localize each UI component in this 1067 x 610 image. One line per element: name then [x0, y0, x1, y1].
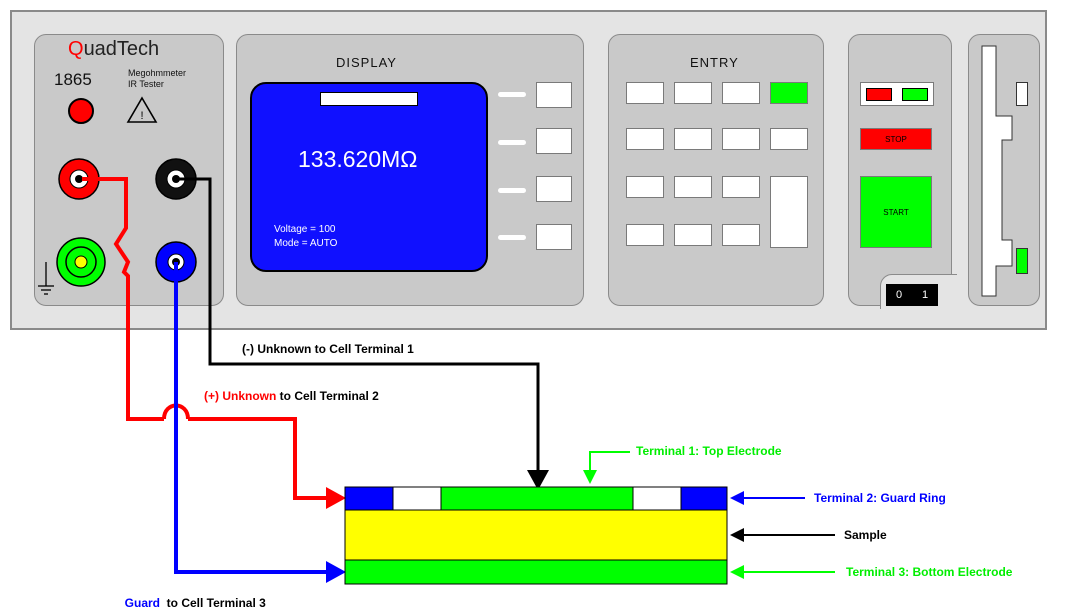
minus-wire-arrowhead	[527, 470, 549, 490]
power-switch-on: 1	[921, 289, 929, 301]
softkey-indicator	[498, 188, 526, 193]
brand-initial: Q	[68, 38, 84, 60]
control-panel	[848, 34, 952, 306]
plus-connection-suffix: to Cell Terminal 2	[276, 389, 379, 403]
minus-unknown-terminal[interactable]	[155, 158, 197, 200]
gap-right	[632, 486, 682, 511]
warning-icon: !	[126, 96, 158, 123]
instrument-description-1: Megohmmeter	[128, 68, 187, 78]
drive-activity-light	[1016, 248, 1028, 274]
terminal3-label: Terminal 3: Bottom Electrode	[846, 565, 1013, 579]
gap-left	[392, 486, 442, 511]
terminal2-callout-arrowhead	[730, 491, 744, 505]
plus-unknown-terminal[interactable]	[58, 158, 100, 200]
guard-connection-suffix: to Cell Terminal 3	[160, 596, 266, 610]
drive-slot-small	[1016, 82, 1028, 106]
terminal1-callout-arrowhead	[583, 470, 597, 484]
start-button[interactable]: START	[860, 176, 932, 248]
power-indicator-light	[68, 98, 94, 124]
terminal3-callout-arrowhead	[730, 565, 744, 579]
keypad-key[interactable]	[722, 82, 760, 104]
keypad-key[interactable]	[674, 224, 712, 246]
terminal1-callout	[589, 451, 630, 474]
softkey-2-button[interactable]	[536, 128, 572, 154]
model-number: 1865	[54, 70, 92, 89]
power-switch[interactable]: 0 1	[886, 284, 938, 306]
keypad-key[interactable]	[626, 82, 664, 104]
keypad-key[interactable]	[674, 176, 712, 198]
ground-terminal[interactable]	[56, 237, 106, 287]
top-electrode	[440, 486, 634, 511]
bottom-electrode	[344, 559, 728, 585]
guard-wire-arrowhead	[326, 561, 346, 583]
sample-layer	[344, 509, 728, 561]
guard-ring-right	[680, 486, 728, 511]
voltage-readout: Voltage = 100	[274, 224, 336, 235]
pass-indicator-light	[902, 88, 928, 101]
fail-indicator-light	[866, 88, 892, 101]
keypad-key[interactable]	[770, 128, 808, 150]
entry-title: ENTRY	[690, 55, 739, 70]
power-switch-off: 0	[895, 289, 903, 301]
measurement-reading: 133.620MΩ	[298, 146, 418, 172]
display-title: DISPLAY	[336, 55, 397, 70]
ground-icon	[38, 262, 54, 295]
instrument-description-2: IR Tester	[128, 79, 164, 89]
minus-unknown-wire	[178, 177, 540, 476]
keypad-key[interactable]	[626, 224, 664, 246]
plus-connection-label: (+) Unknown to Cell Terminal 2	[204, 389, 379, 403]
start-button-label: START	[883, 207, 909, 217]
minus-connection-label: (-) Unknown to Cell Terminal 1	[242, 342, 414, 356]
keypad-key[interactable]	[626, 128, 664, 150]
keypad-key[interactable]	[674, 82, 712, 104]
keypad-tall-key[interactable]	[770, 176, 808, 248]
keypad-key[interactable]	[674, 128, 712, 150]
softkey-3-button[interactable]	[536, 176, 572, 202]
keypad-key[interactable]	[722, 176, 760, 198]
mode-readout: Mode = AUTO	[274, 238, 338, 249]
plus-unknown-wire	[82, 177, 332, 500]
keypad-enter-key[interactable]	[770, 82, 808, 104]
plus-wire-arrowhead	[326, 487, 346, 509]
warning-symbol: !	[140, 110, 143, 122]
plus-connection-prefix: (+) Unknown	[204, 389, 277, 403]
sample-callout-arrowhead	[730, 528, 744, 542]
brand-name: uadTech	[83, 38, 160, 60]
screen-status-bar	[320, 92, 418, 106]
guard-connection-prefix: Guard	[124, 596, 161, 610]
stop-button-label: STOP	[885, 134, 907, 144]
softkey-indicator	[498, 140, 526, 145]
guard-ring-left	[344, 486, 394, 511]
disk-slot	[981, 45, 1013, 297]
terminal2-label: Terminal 2: Guard Ring	[814, 491, 946, 505]
softkey-1-button[interactable]	[536, 82, 572, 108]
guard-wire	[174, 262, 332, 574]
brand-logo: QuadTech	[68, 38, 159, 61]
guard-connection-label: Guard to Cell Terminal 3	[118, 582, 266, 610]
softkey-indicator	[498, 92, 526, 97]
entry-panel	[608, 34, 824, 306]
softkey-indicator	[498, 235, 526, 240]
keypad-key[interactable]	[626, 176, 664, 198]
keypad-key[interactable]	[722, 128, 760, 150]
sample-label: Sample	[844, 528, 887, 542]
stop-button[interactable]: STOP	[860, 128, 932, 150]
softkey-4-button[interactable]	[536, 224, 572, 250]
display-screen	[250, 82, 488, 272]
terminal1-label: Terminal 1: Top Electrode	[636, 444, 782, 458]
keypad-key[interactable]	[722, 224, 760, 246]
